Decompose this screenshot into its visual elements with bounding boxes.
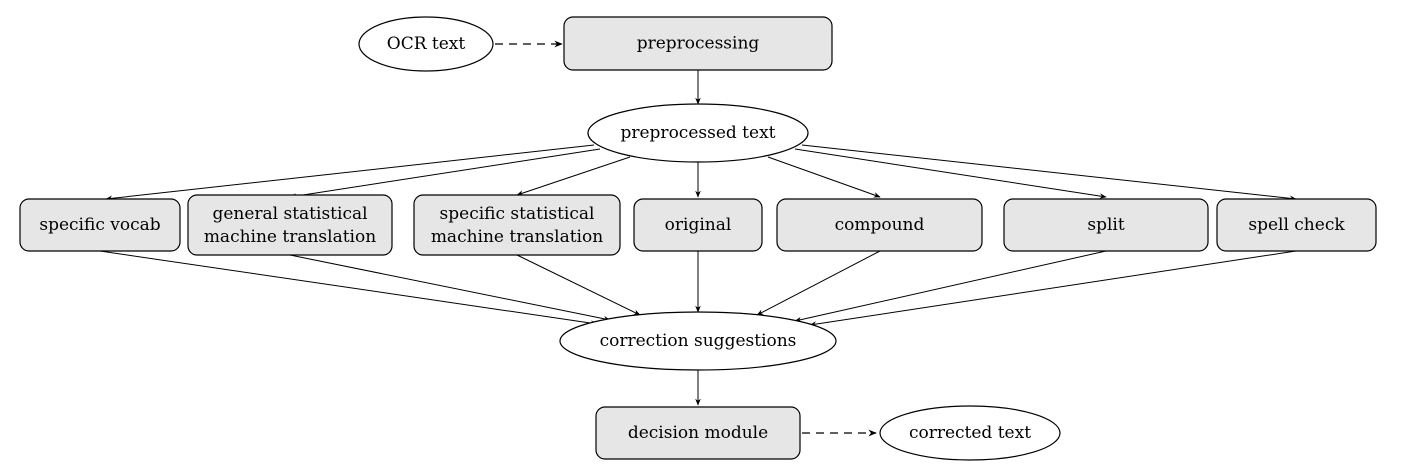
node-ocr-text-label: OCR text bbox=[387, 34, 466, 54]
node-correction-suggestions-label: correction suggestions bbox=[600, 331, 797, 351]
node-specific-vocab: specific vocab bbox=[19, 198, 181, 252]
node-corrected-text-label: corrected text bbox=[909, 423, 1031, 443]
node-preprocessing-label: preprocessing bbox=[637, 34, 760, 54]
node-decision-module: decision module bbox=[595, 406, 801, 460]
node-preprocessing: preprocessing bbox=[563, 16, 833, 71]
node-compound-label: compound bbox=[835, 215, 925, 235]
node-original: original bbox=[633, 198, 763, 252]
node-general-smt-label-line1: general statistical bbox=[212, 204, 367, 224]
node-preprocessed-text: preprocessed text bbox=[587, 103, 809, 163]
edge-preprocessed-to-spell-check bbox=[801, 144, 1297, 202]
edge-preprocessed-to-split bbox=[794, 148, 1107, 199]
node-split-label: split bbox=[1087, 215, 1124, 235]
edge-spell-check-to-suggestions bbox=[809, 250, 1297, 327]
node-specific-smt-label-line2: machine translation bbox=[431, 227, 603, 247]
node-ocr-text: OCR text bbox=[358, 16, 494, 72]
edge-specific-vocab-to-suggestions bbox=[99, 250, 598, 326]
edge-preprocessed-to-general-smt bbox=[289, 148, 601, 199]
node-compound: compound bbox=[776, 198, 983, 252]
node-corrected-text: corrected text bbox=[879, 405, 1061, 461]
node-general-smt-label-line2: machine translation bbox=[204, 227, 376, 247]
node-general-smt: general statistical machine translation bbox=[187, 194, 393, 256]
edges bbox=[99, 40, 1297, 437]
node-specific-smt: specific statistical machine translation bbox=[413, 194, 621, 256]
edge-split-to-suggestions bbox=[794, 250, 1107, 323]
edge-preprocessed-to-compound bbox=[767, 156, 881, 198]
node-decision-module-label: decision module bbox=[628, 423, 768, 443]
node-original-label: original bbox=[665, 215, 732, 235]
edge-compound-to-suggestions bbox=[756, 250, 881, 316]
node-split: split bbox=[1003, 198, 1209, 252]
edge-preprocessed-to-specific-vocab bbox=[105, 144, 595, 202]
node-correction-suggestions: correction suggestions bbox=[559, 311, 837, 371]
node-specific-vocab-label: specific vocab bbox=[39, 215, 160, 235]
edge-specific-smt-to-suggestions bbox=[516, 254, 641, 316]
node-preprocessed-text-label: preprocessed text bbox=[620, 123, 775, 143]
node-specific-smt-label-line1: specific statistical bbox=[440, 204, 595, 224]
edge-general-smt-to-suggestions bbox=[289, 254, 611, 322]
node-spell-check: spell check bbox=[1216, 198, 1377, 252]
node-spell-check-label: spell check bbox=[1248, 215, 1345, 235]
edge-preprocessed-to-specific-smt bbox=[516, 156, 631, 196]
